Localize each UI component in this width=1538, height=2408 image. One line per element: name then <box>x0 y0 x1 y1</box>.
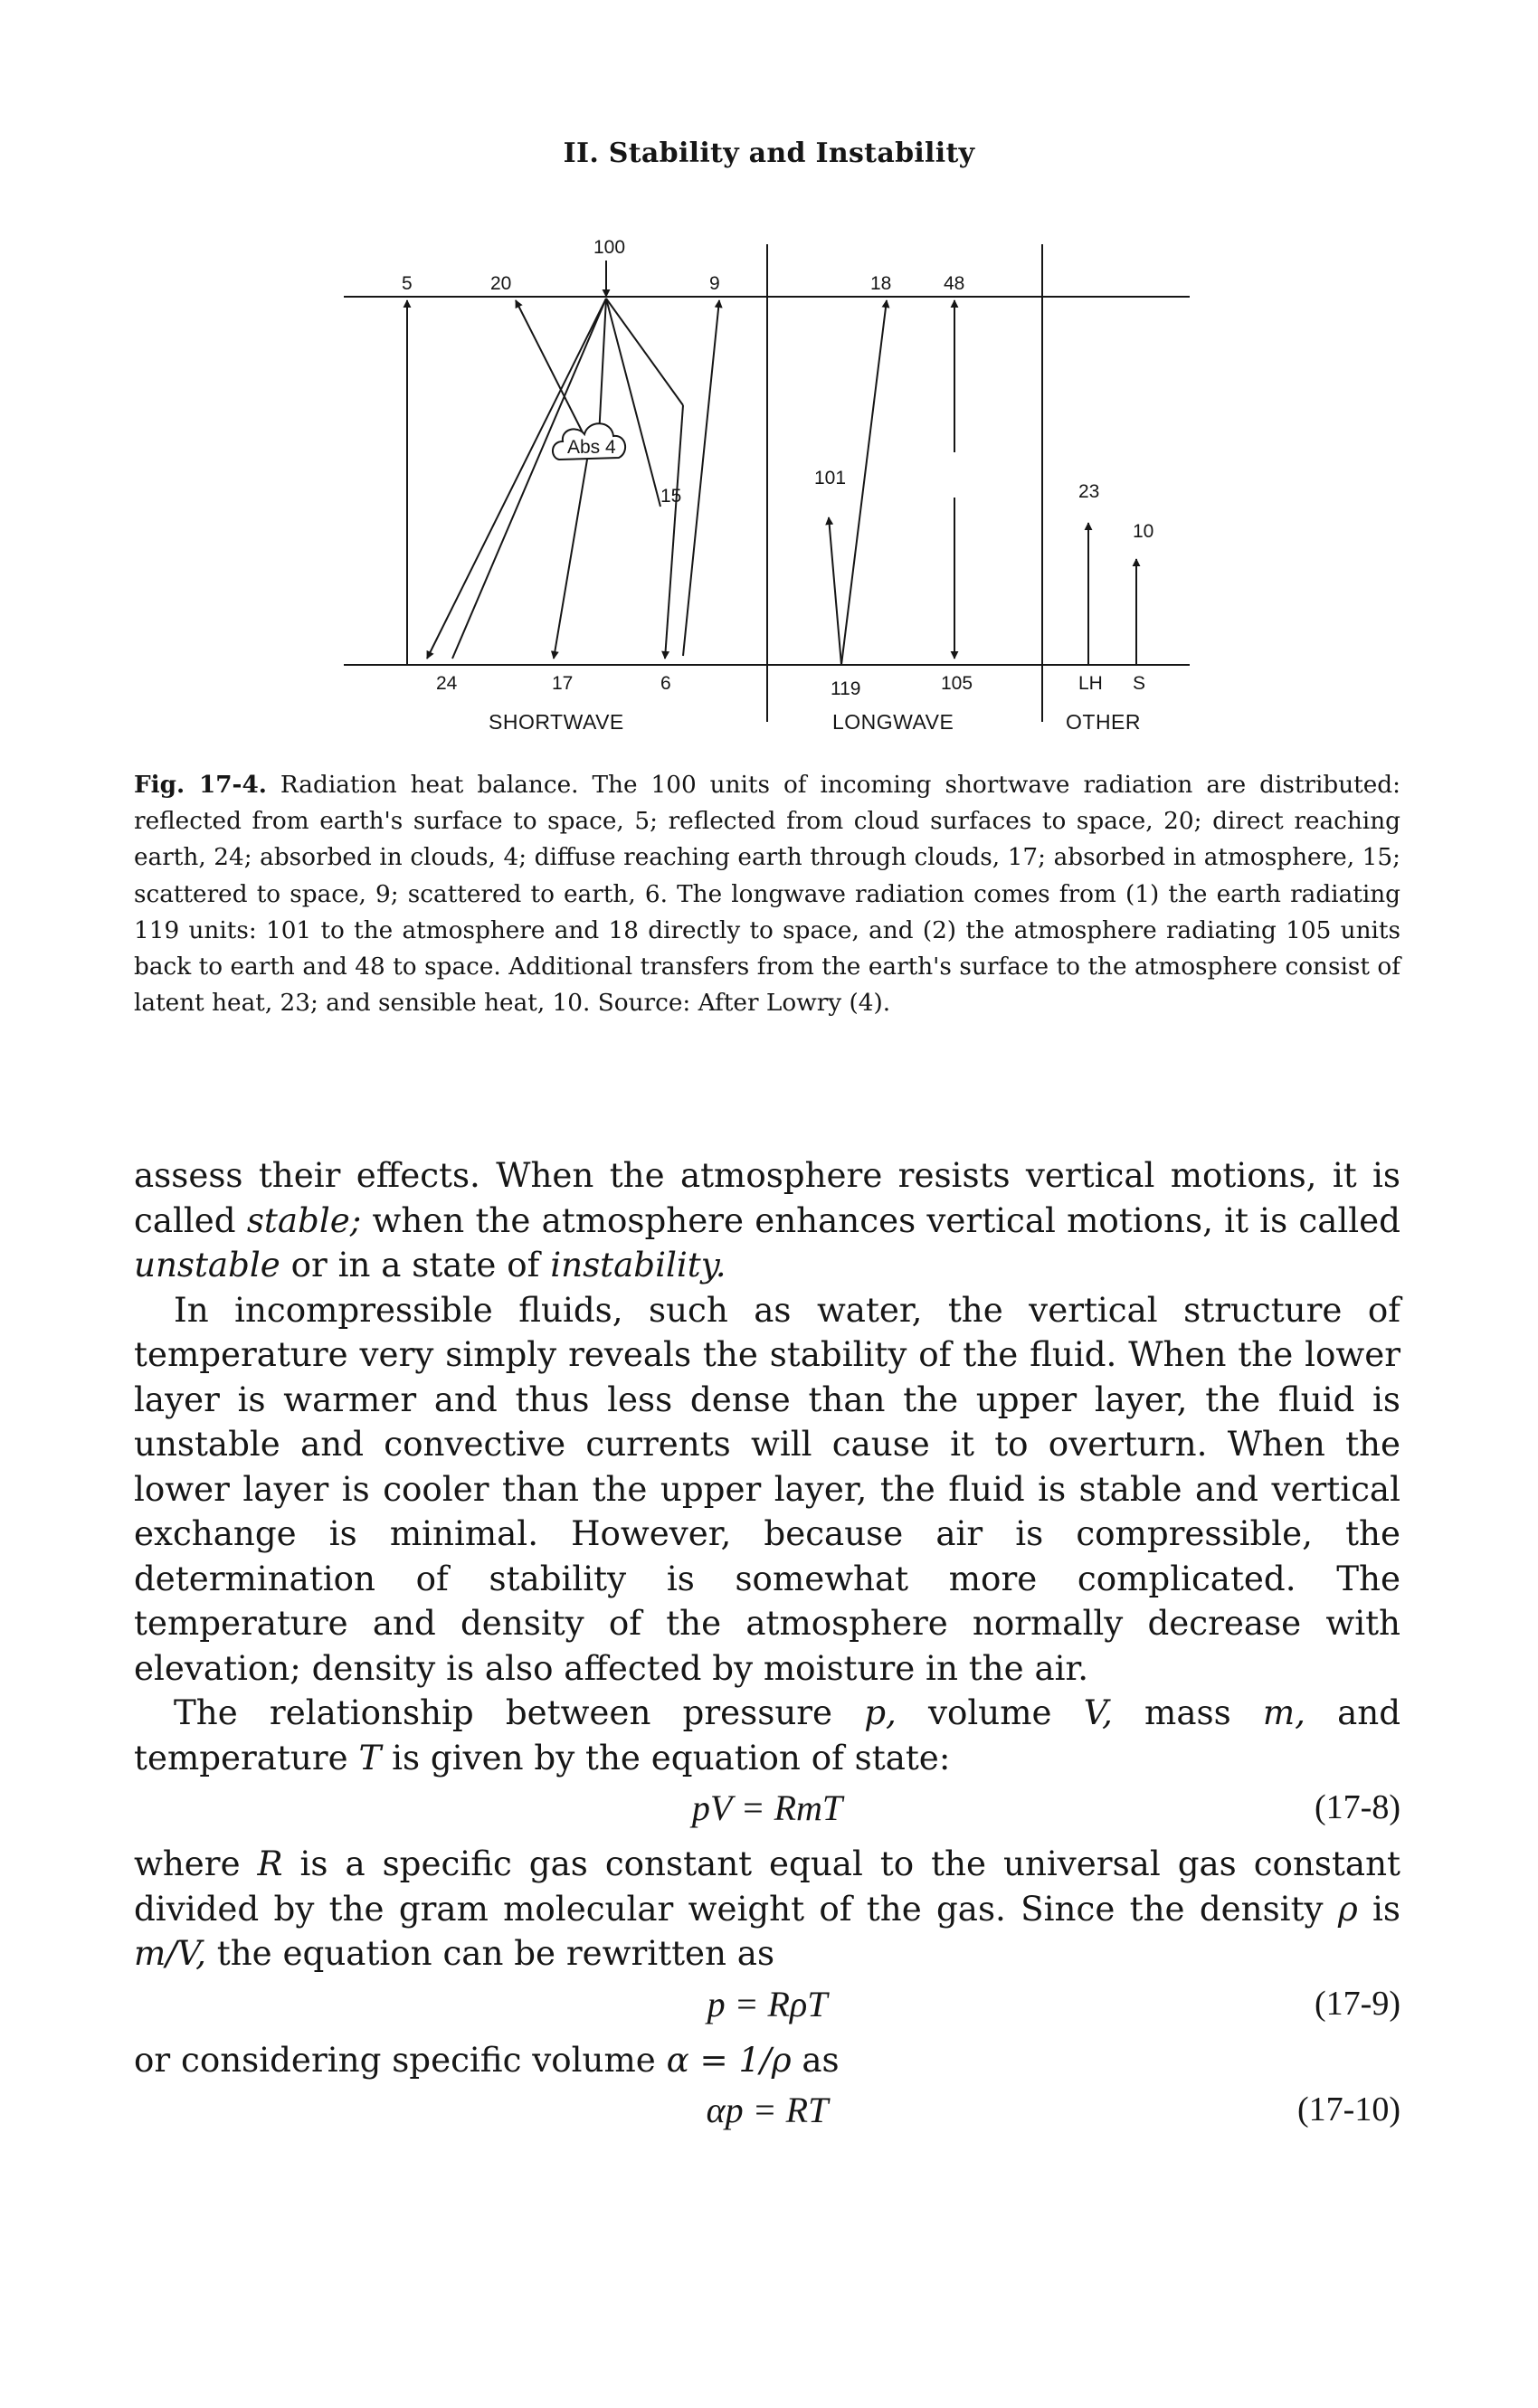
p3-var-t: T <box>358 1737 382 1778</box>
caption-text: Radiation heat balance. The 100 units of… <box>134 772 1400 1018</box>
radiation-heat-balance-diagram: Abs 4 100 5 20 9 15 24 17 6 SHORTWAVE 18… <box>344 237 1190 734</box>
equation-number: (17-10) <box>1297 2090 1400 2128</box>
paragraph-1: assess their effects. When the atmospher… <box>134 1153 1400 1288</box>
reflected-clouds-label: 20 <box>490 273 511 294</box>
absorbed-atmosphere-label: 15 <box>660 486 681 507</box>
longwave-section-label: LONGWAVE <box>832 710 954 734</box>
p1-instability-term: instability. <box>550 1245 726 1285</box>
p4-text-a: where <box>134 1844 258 1883</box>
equation-number: (17-9) <box>1315 1984 1400 2023</box>
p1-text-b: when the atmosphere enhances vertical mo… <box>361 1199 1400 1240</box>
earth-to-atmosphere-arrow <box>825 517 842 666</box>
p3-text-d: and temperature <box>134 1692 1401 1778</box>
reflected-surface-label: 5 <box>402 273 413 294</box>
p4-var-rho: ρ <box>1337 1888 1358 1929</box>
equation-expression: p = RρT <box>707 1983 828 2024</box>
earth-to-space-label: 18 <box>870 273 891 294</box>
scattered-earth-label: 6 <box>660 673 671 694</box>
diffuse-earth-arrow <box>550 453 589 659</box>
p1-text-a: assess their effects. When the atmospher… <box>134 1155 1400 1240</box>
p3-text-e: is given by the equation of state: <box>381 1737 951 1778</box>
cloud-icon <box>552 422 627 461</box>
direct-earth-arrow <box>426 298 607 659</box>
shortwave-section: Abs 4 100 5 20 9 15 24 17 6 SHORTWAVE <box>402 237 723 734</box>
atmosphere-to-earth-label: 105 <box>941 673 973 694</box>
shortwave-section-label: SHORTWAVE <box>489 710 624 734</box>
earth-to-space-arrow <box>840 299 890 666</box>
direct-earth-arrow-2 <box>451 298 607 659</box>
equation-17-9: p = RρT (17-9) <box>134 1982 1400 2033</box>
p3-var-p: p, <box>864 1692 897 1732</box>
paragraph-5: or considering specific volume α = 1/ρ a… <box>134 2038 1400 2083</box>
p3-text-b: volume <box>896 1692 1084 1732</box>
scattered-earth-line <box>605 298 684 406</box>
other-section-label: OTHER <box>1066 710 1141 734</box>
atmosphere-absorption-line <box>605 298 661 507</box>
p5-specific-volume: α = 1/ρ <box>666 2039 792 2080</box>
p3-text-c: mass <box>1112 1692 1263 1732</box>
scattered-earth-arrow <box>661 404 684 659</box>
p4-text-d: the equation can be rewritten as <box>205 1933 775 1973</box>
p4-text-c: is <box>1357 1888 1400 1929</box>
paragraph-2: In incompressible fluids, such as water,… <box>134 1289 1400 1688</box>
equation-expression: pV = RmT <box>691 1787 843 1828</box>
other-section: 23 10 LH S OTHER <box>1066 481 1154 734</box>
body-text: assess their effects. When the atmospher… <box>134 1153 1400 2144</box>
direct-earth-label: 24 <box>436 673 458 694</box>
figure-caption: Fig. 17-4. Radiation heat balance. The 1… <box>134 767 1400 1021</box>
running-head: II. Stability and Instability <box>563 137 975 169</box>
p5-text-b: as <box>791 2039 840 2080</box>
scattered-space-arrow <box>682 299 723 657</box>
incoming-label: 100 <box>593 237 625 258</box>
figure-number: Fig. 17-4. <box>134 771 267 799</box>
p3-text-a: The relationship between pressure <box>174 1692 865 1732</box>
scattered-space-label: 9 <box>709 273 720 294</box>
cloud-input-line <box>598 298 607 437</box>
sensible-heat-value: 10 <box>1133 521 1154 542</box>
equation-17-10: αp = RT (17-10) <box>134 2088 1400 2138</box>
longwave-section: 18 48 101 119 105 LONGWAVE <box>814 273 973 734</box>
p4-text-b: is a specific gas constant equal to the … <box>134 1844 1400 1929</box>
p3-var-v: V, <box>1083 1692 1113 1732</box>
absorbed-clouds-label: Abs 4 <box>567 437 616 458</box>
latent-heat-value: 23 <box>1078 481 1099 502</box>
p1-text-c: or in a state of <box>280 1245 551 1285</box>
atmosphere-to-space-label: 48 <box>944 273 964 294</box>
paragraph-4: where R is a specific gas constant equal… <box>134 1842 1400 1977</box>
earth-to-atmosphere-label: 101 <box>814 468 846 488</box>
equation-expression: αp = RT <box>706 2090 829 2130</box>
sensible-heat-label: S <box>1133 673 1145 694</box>
p1-stable-term: stable; <box>246 1199 362 1240</box>
equation-number: (17-8) <box>1315 1788 1400 1826</box>
p3-var-m: m, <box>1262 1692 1305 1732</box>
cloud-reflection-arrow <box>515 299 589 444</box>
latent-heat-label: LH <box>1078 673 1103 694</box>
p4-var-r: R <box>257 1844 283 1883</box>
p5-text-a: or considering specific volume <box>134 2039 667 2080</box>
diffuse-earth-label: 17 <box>552 673 573 694</box>
p4-var-mv: m/V, <box>134 1933 206 1973</box>
paragraph-3: The relationship between pressure p, vol… <box>134 1691 1400 1780</box>
equation-17-8: pV = RmT (17-8) <box>134 1786 1400 1836</box>
p1-unstable-term: unstable <box>134 1245 280 1285</box>
earth-radiating-label: 119 <box>831 678 860 699</box>
